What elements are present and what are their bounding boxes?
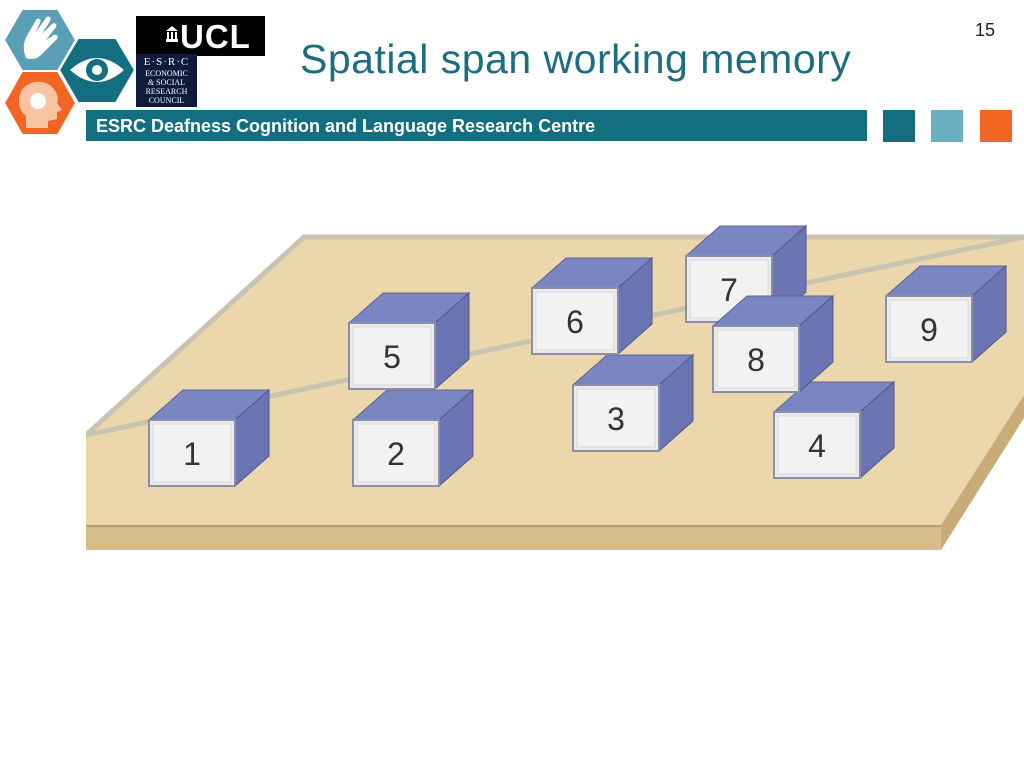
ucl-logo: UCL xyxy=(136,16,265,56)
block-label: 1 xyxy=(183,436,201,472)
block-label: 4 xyxy=(808,428,826,464)
esrc-logo-line: ECONOMIC xyxy=(145,69,188,78)
esrc-logo-line: COUNCIL xyxy=(148,96,185,105)
ucl-portico-icon xyxy=(166,26,178,42)
block-label: 5 xyxy=(383,339,401,375)
esrc-logo-line: RESEARCH xyxy=(145,87,188,96)
block-label: 3 xyxy=(607,401,625,437)
block-2: 2 xyxy=(351,388,475,488)
block-4: 4 xyxy=(772,380,896,480)
block-6: 6 xyxy=(530,256,654,356)
banner: ESRC Deafness Cognition and Language Res… xyxy=(86,110,867,141)
block-9: 9 xyxy=(884,264,1008,364)
banner-text: ESRC Deafness Cognition and Language Res… xyxy=(96,116,596,136)
eye-icon xyxy=(57,37,136,104)
corsi-block-board: 1 2 3 4 5 6 78 9 xyxy=(86,224,1024,550)
esrc-logo-line: & SOCIAL xyxy=(147,78,186,87)
esrc-logo: E·S·R·C ECONOMIC & SOCIAL RESEARCH COUNC… xyxy=(136,54,197,107)
accent-square-teal xyxy=(883,110,915,142)
block-1: 1 xyxy=(147,388,271,488)
block-5: 5 xyxy=(347,291,471,391)
head-profile-icon xyxy=(2,70,78,136)
header-icons xyxy=(2,8,136,136)
page-number: 15 xyxy=(975,20,996,40)
block-8: 8 xyxy=(711,294,835,394)
block-3: 3 xyxy=(571,353,695,453)
block-label: 2 xyxy=(387,436,405,472)
blocks-group: 1 2 3 4 5 6 78 9 xyxy=(147,224,1008,488)
accent-square-orange xyxy=(980,110,1012,142)
slide-title: Spatial span working memory xyxy=(300,36,852,82)
block-label: 7 xyxy=(720,272,738,308)
block-label: 9 xyxy=(920,312,938,348)
ucl-logo-text: UCL xyxy=(180,18,251,55)
accent-square-light-blue xyxy=(931,110,963,142)
block-label: 8 xyxy=(747,342,765,378)
block-label: 6 xyxy=(566,304,584,340)
esrc-logo-line: E·S·R·C xyxy=(143,56,190,68)
